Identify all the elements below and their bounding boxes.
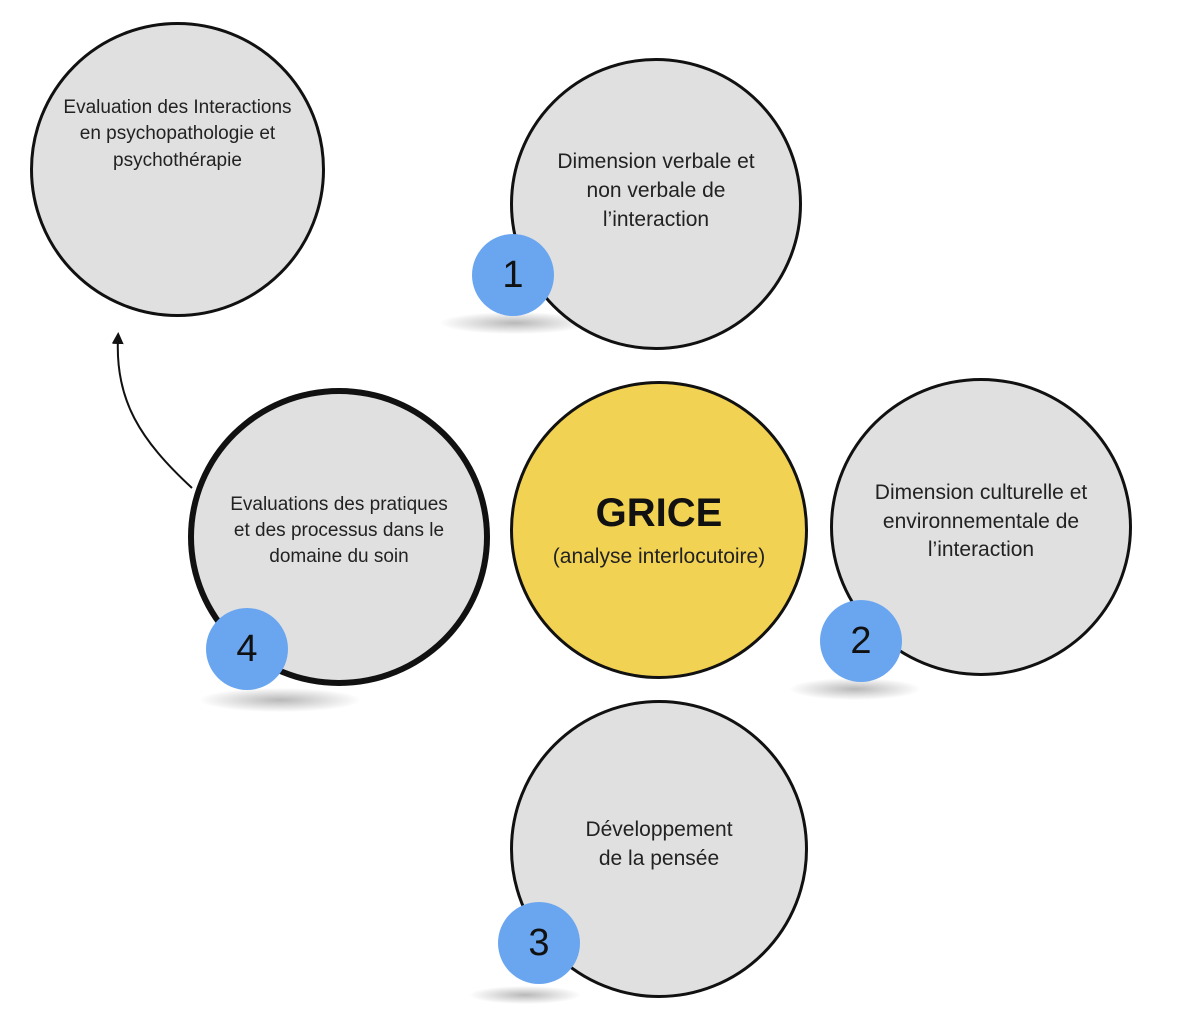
node-evaluation-interactions: Evaluation des Interactions en psychopat… xyxy=(30,22,325,317)
grice-subtitle: (analyse interlocutoire) xyxy=(552,545,766,568)
badge-3: 3 xyxy=(498,902,580,984)
node-developpement-label: Développement de la pensée xyxy=(585,818,733,870)
node-evaluations-pratiques: Evaluations des pratiques et des process… xyxy=(188,388,490,686)
badge-1: 1 xyxy=(472,234,554,316)
badge-2: 2 xyxy=(820,600,902,682)
node-evaluation-interactions-label: Evaluation des Interactions en psychopat… xyxy=(63,97,292,171)
node-dimension-culturelle-label: Dimension culturelle et environnementale… xyxy=(874,480,1088,562)
node-dimension-verbale-label: Dimension verbale et non verbale de l’in… xyxy=(557,150,755,231)
node-grice: GRICE (analyse interlocutoire) xyxy=(510,381,808,679)
node-dimension-verbale: Dimension verbale et non verbale de l’in… xyxy=(510,58,802,350)
node-evaluations-pratiques-label: Evaluations des pratiques et des process… xyxy=(230,493,448,568)
grice-title: GRICE xyxy=(595,491,723,535)
badge-4: 4 xyxy=(206,608,288,690)
arrow-path xyxy=(111,332,193,489)
